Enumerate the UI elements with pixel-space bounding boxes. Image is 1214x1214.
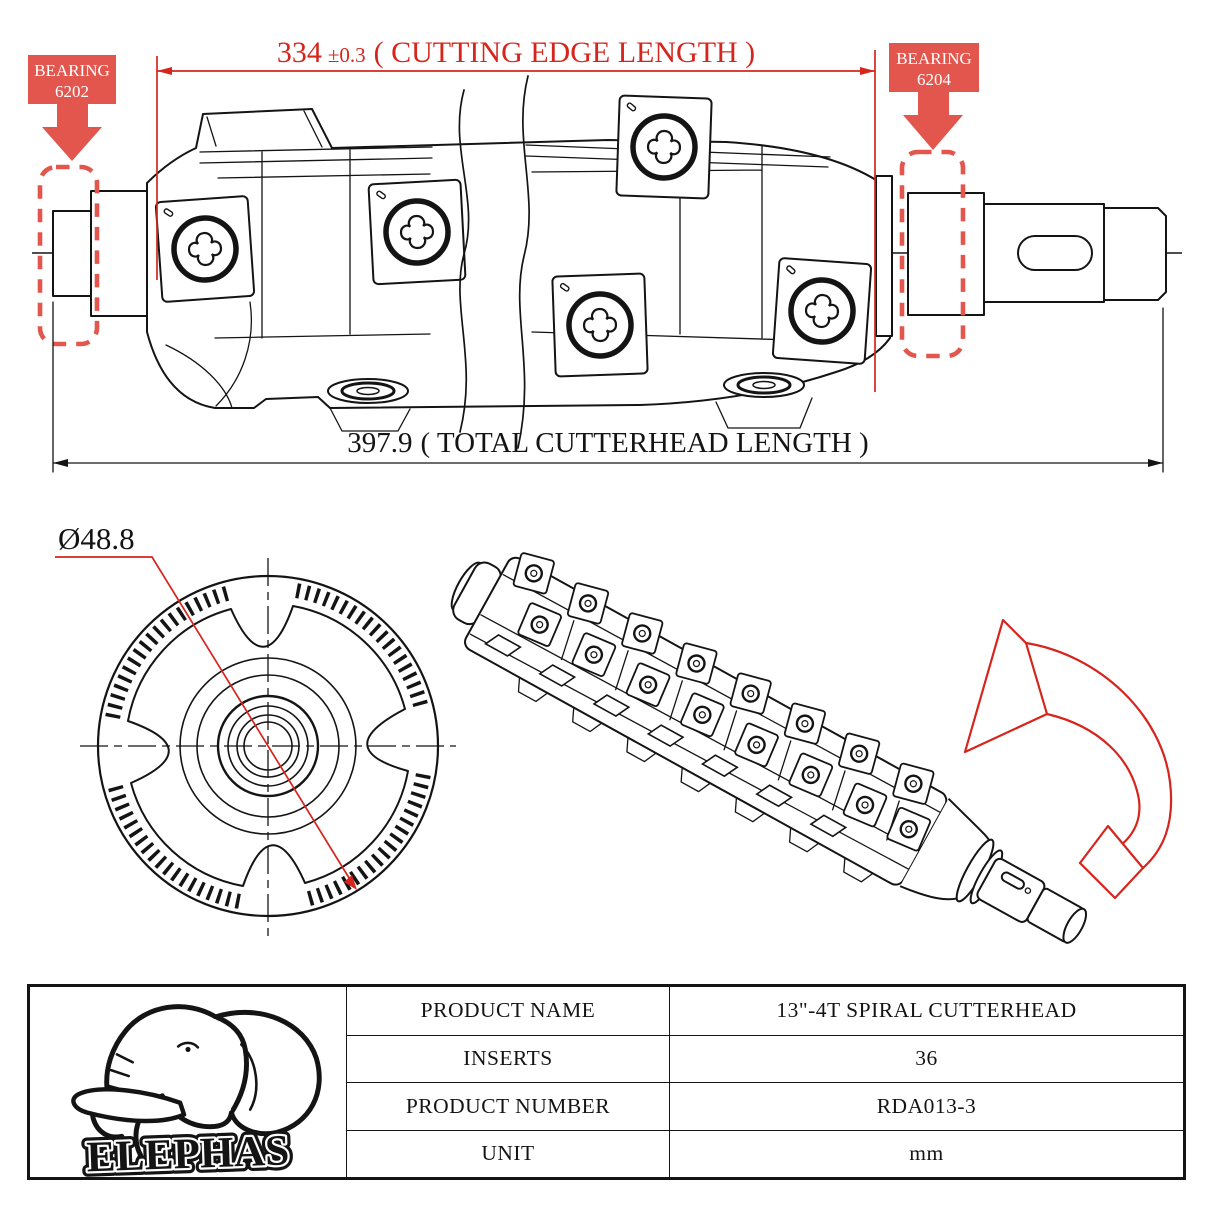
rotation-arrow-outer-curve bbox=[1024, 641, 1173, 870]
down-arrow-icon bbox=[903, 115, 963, 150]
insert-4 bbox=[552, 273, 647, 376]
spec-label-product-name: PRODUCT NAME bbox=[346, 987, 669, 1035]
iso-shaft-end-cap bbox=[1062, 907, 1088, 944]
iso-insert bbox=[511, 551, 556, 596]
total-length-dim-text: 397.9 ( TOTAL CUTTERHEAD LENGTH ) bbox=[347, 427, 868, 459]
right-flange bbox=[875, 175, 893, 337]
spec-value-product-number: RDA013-3 bbox=[669, 1082, 1183, 1130]
diameter-label: Ø48.8 bbox=[58, 521, 135, 556]
iso-pocket-lines bbox=[560, 620, 900, 841]
iso-insert bbox=[837, 731, 882, 776]
logo-wordmark-outline: ELEPHAS bbox=[86, 1126, 290, 1177]
diameter-callout: Ø48.8 bbox=[55, 521, 357, 890]
bearing-label-title: BEARING bbox=[896, 49, 972, 68]
extension-lines bbox=[52, 301, 1164, 473]
dim-tolerance: ±0.3 bbox=[328, 43, 366, 67]
iso-pocket-feet bbox=[517, 676, 874, 883]
spec-value-product-name: 13"-4T SPIRAL CUTTERHEAD bbox=[669, 987, 1183, 1035]
arrow-stem bbox=[918, 92, 949, 115]
arrowhead-right-icon bbox=[1148, 459, 1163, 467]
elephant-eye bbox=[176, 1041, 200, 1049]
bearing-label-box bbox=[28, 55, 116, 104]
rotation-arrow bbox=[963, 618, 1173, 900]
bearing-zone-dashed-box bbox=[37, 164, 100, 347]
break-lines bbox=[458, 75, 530, 449]
bearing-label-title: BEARING bbox=[34, 61, 110, 80]
bearing-zone-dashed-box bbox=[899, 149, 966, 359]
iso-insert bbox=[891, 761, 936, 806]
dim-value: 334 bbox=[277, 36, 322, 69]
side-view: BEARING 6202 BEARING 6204 334±0.3 ( CUTTI… bbox=[28, 36, 1182, 473]
extension-lines bbox=[156, 50, 876, 392]
crosshair-centerlines bbox=[80, 558, 456, 938]
cutting-edge-dim-text: 334±0.3 ( CUTTING EDGE LENGTH ) bbox=[277, 36, 755, 69]
arrowhead-left-icon bbox=[157, 67, 172, 75]
iso-keyway-hole bbox=[1024, 887, 1032, 894]
insert-1 bbox=[156, 196, 255, 302]
end-view: Ø48.8 bbox=[55, 521, 456, 938]
iso-insert bbox=[674, 641, 719, 686]
iso-cutterhead bbox=[450, 551, 1088, 944]
spec-label-unit: UNIT bbox=[346, 1129, 669, 1177]
serrated-arcs bbox=[105, 583, 431, 909]
bearing-seat bbox=[907, 192, 985, 316]
spec-table: ELEPHAS ELEPHAS PRODUCT NAME 13"-4T SPIR… bbox=[27, 984, 1186, 1180]
total-length-dimension: 397.9 ( TOTAL CUTTERHEAD LENGTH ) bbox=[52, 301, 1164, 473]
rotation-arrow-end-facet bbox=[1078, 824, 1145, 900]
insert-3 bbox=[616, 95, 711, 198]
spec-label-inserts: INSERTS bbox=[346, 1034, 669, 1082]
isometric-view bbox=[450, 551, 1173, 944]
iso-insert bbox=[565, 581, 611, 626]
leader-arrowhead-icon bbox=[344, 875, 357, 890]
spec-value-unit: mm bbox=[669, 1129, 1183, 1177]
iso-keyway bbox=[1000, 871, 1025, 890]
insert-edge-2 bbox=[722, 371, 806, 399]
dim-value: 397.9 bbox=[347, 427, 412, 459]
insert-2 bbox=[368, 180, 465, 285]
left-shaft-stub bbox=[52, 210, 92, 297]
insert-5 bbox=[773, 258, 872, 364]
bearing-label-box bbox=[889, 43, 979, 92]
arrowhead-left-icon bbox=[53, 459, 68, 467]
arrowhead-right-icon bbox=[860, 67, 875, 75]
arrow-stem bbox=[57, 104, 88, 127]
rotation-arrowhead-icon bbox=[963, 618, 1049, 754]
leader-line bbox=[55, 556, 355, 887]
iso-insert bbox=[620, 611, 665, 656]
bearing-label-number: 6204 bbox=[917, 70, 952, 89]
bearing-label-number: 6202 bbox=[55, 82, 89, 101]
spec-label-product-number: PRODUCT NUMBER bbox=[346, 1082, 669, 1130]
left-shaft-step bbox=[90, 190, 148, 317]
spec-value-inserts: 36 bbox=[669, 1034, 1183, 1082]
ear-inner-line bbox=[240, 1043, 258, 1111]
bearing-callout-right: BEARING 6204 bbox=[889, 43, 979, 359]
insert-edge-1 bbox=[326, 377, 410, 405]
dim-label: ( CUTTING EDGE LENGTH ) bbox=[374, 36, 756, 69]
brand-logo: ELEPHAS ELEPHAS bbox=[30, 987, 346, 1177]
trunk-wrinkles bbox=[107, 1053, 134, 1093]
cutting-edge-dimension: 334±0.3 ( CUTTING EDGE LENGTH ) bbox=[156, 36, 876, 392]
shaft-end bbox=[1103, 207, 1167, 301]
iso-insert bbox=[782, 701, 827, 746]
logo-wordmark: ELEPHAS bbox=[86, 1126, 290, 1177]
bearing-callout-left: BEARING 6202 bbox=[28, 55, 116, 347]
dim-label: ( TOTAL CUTTERHEAD LENGTH ) bbox=[421, 427, 869, 459]
iso-insert bbox=[728, 671, 773, 716]
down-arrow-icon bbox=[42, 127, 102, 161]
elephas-logo: ELEPHAS ELEPHAS bbox=[71, 1004, 322, 1177]
keyway-slot bbox=[1017, 235, 1093, 271]
body-detail-lines bbox=[165, 110, 831, 432]
cutterhead-body bbox=[146, 108, 891, 409]
rotation-arrow-inner-curve bbox=[1045, 712, 1141, 865]
